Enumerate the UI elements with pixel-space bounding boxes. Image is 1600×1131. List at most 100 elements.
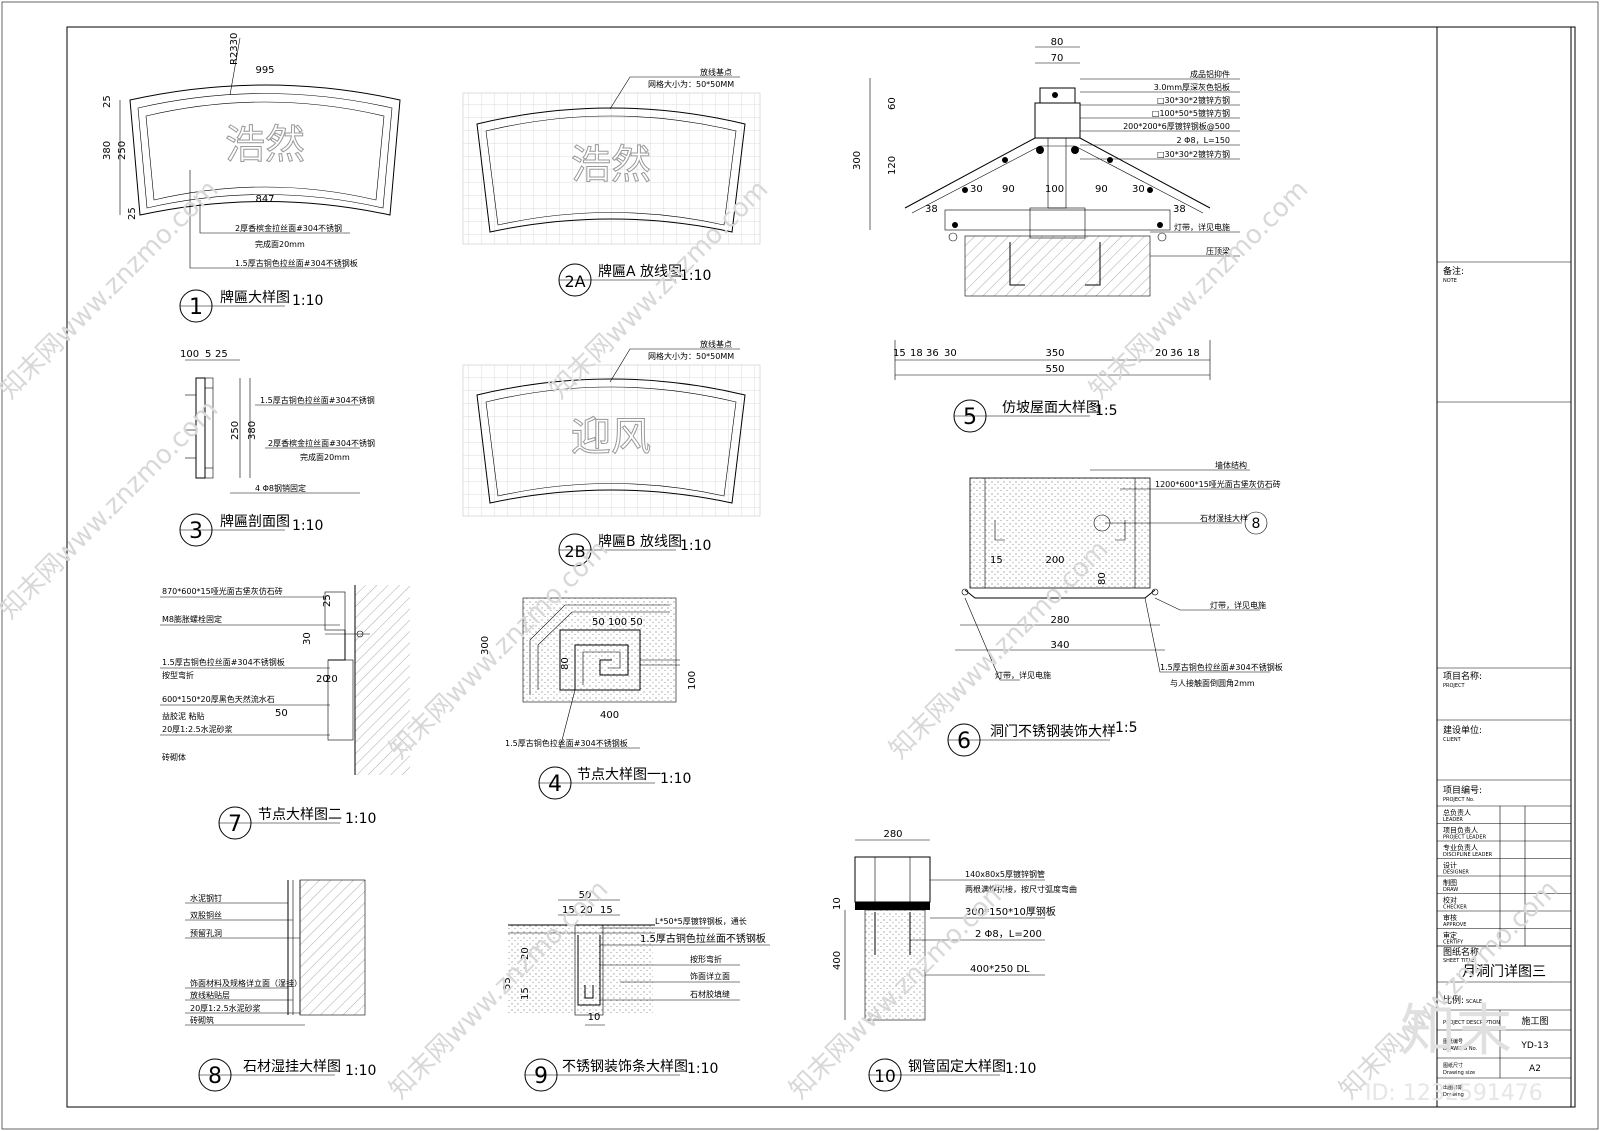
- detail-1-title: 牌匾大样图: [220, 289, 290, 306]
- d3-dim-100: 100: [180, 349, 199, 360]
- d4-dim-100: 100: [608, 617, 627, 628]
- detail-8-title: 石材湿挂大样图: [243, 1059, 341, 1075]
- d3-dim-25: 25: [215, 349, 228, 360]
- detail-5-scale: 1:5: [1095, 403, 1118, 419]
- row-label-en: APPROVE: [1443, 922, 1466, 928]
- d8-note: 水泥钢钉: [190, 893, 222, 903]
- d7-note-8: 砖砌体: [162, 752, 186, 762]
- detail-3-plaque-section: 100 5 25 250 380 1.5厚古铜色拉丝面#304不锈钢 2厚香槟金…: [179, 349, 375, 547]
- projno-label: 项目编号:: [1443, 784, 1482, 796]
- note-label: 备注:: [1443, 265, 1464, 277]
- d10-note-3: 300*150*10厚钢板: [965, 905, 1056, 918]
- d7-note-3: 1.5厚古铜色拉丝面#304不锈钢板: [162, 657, 285, 667]
- d10-dim-10: 10: [832, 897, 843, 910]
- no-value: YD-13: [1520, 1041, 1548, 1051]
- detail-2a-number: 2A: [564, 272, 585, 291]
- d10-dim-400: 400: [832, 951, 843, 970]
- sheet-title: 月洞门详图三: [1462, 964, 1546, 980]
- d5-note: □30*30*2镀锌方钢: [1157, 95, 1230, 105]
- d6-dim-200: 200: [1045, 555, 1064, 566]
- row-label: 设计: [1443, 861, 1457, 870]
- detail-3-number: 3: [189, 519, 203, 544]
- d4-dim-400: 400: [600, 710, 619, 721]
- d10-note-2: 两根满焊拼接，按尺寸弧度弯曲: [965, 884, 1077, 894]
- title-block: 备注: NOTE 项目名称: PROJECT 建设单位: CLIENT 项目编号…: [1436, 27, 1572, 1107]
- detail-4-number: 4: [548, 772, 562, 797]
- d3-note-3: 完成面20mm: [300, 452, 350, 462]
- detail-9-title: 不锈钢装饰条大样图: [562, 1058, 688, 1075]
- d5-dim-38a: 38: [925, 204, 938, 215]
- d5-dim-550: 550: [1045, 364, 1064, 375]
- d5-dim-350: 350: [1045, 348, 1064, 359]
- d5-dim-30c: 30: [944, 348, 957, 359]
- d1-note-2: 完成面20mm: [255, 239, 305, 249]
- detail-5-number: 5: [963, 405, 977, 430]
- d2b-note-2: 网格大小为：50*50MM: [648, 351, 734, 361]
- detail-6-title: 洞门不锈钢装饰大样: [990, 724, 1116, 740]
- dim-25a: 25: [102, 95, 113, 108]
- row-label: 专业负责人: [1443, 843, 1478, 852]
- d5-dim-60: 60: [887, 97, 898, 110]
- d10-note-5: 400*250 DL: [970, 964, 1030, 975]
- dim-25b: 25: [127, 207, 138, 220]
- d9-note-3: 按形弯折: [690, 954, 722, 964]
- detail-5-title: 仿坡屋面大样图: [1002, 400, 1100, 416]
- d7-dim-30: 30: [302, 632, 313, 645]
- d9-dim-50: 50: [579, 890, 592, 901]
- detail-9-trim: 50 15 20 15 55 20 15 10 L*50*5厚镀锌钢板，通长 1…: [502, 890, 770, 1092]
- d5-dim-36b: 36: [1170, 348, 1183, 359]
- d6-note-3: 石材湿挂大样: [1200, 513, 1248, 523]
- row-label-en: PROJECT LEADER: [1443, 835, 1487, 841]
- desc-value: 施工图: [1521, 1015, 1548, 1027]
- d3-note-4: 4 Φ8钢销固定: [255, 483, 306, 493]
- d5-dim-90a: 90: [1002, 184, 1015, 195]
- d6-dim-340: 340: [1050, 640, 1069, 651]
- row-label-en: DESIGNER: [1443, 870, 1469, 876]
- project-label: 项目名称:: [1443, 670, 1482, 682]
- d7-dim-25: 25: [322, 594, 333, 607]
- detail-9-scale: 1:10: [687, 1061, 718, 1077]
- dim-250: 250: [117, 141, 128, 160]
- d5-note: 成品铝抑件: [1190, 69, 1230, 79]
- d5-dim-120: 120: [887, 156, 898, 175]
- detail-2b-scale: 1:10: [680, 538, 711, 554]
- d2b-note-1: 放线基点: [700, 339, 732, 349]
- d4-dim-100b: 100: [687, 671, 698, 690]
- note-en: NOTE: [1443, 278, 1457, 284]
- detail-9-number: 9: [534, 1064, 548, 1089]
- detail-2b-number: 2B: [564, 542, 585, 561]
- plaque-2a-text: 浩然: [571, 142, 651, 188]
- d5-dim-30b: 30: [1132, 184, 1145, 195]
- d6-note-6: 1.5厚古铜色拉丝面#304不锈钢板: [1160, 662, 1283, 672]
- d5-dim-70: 70: [1051, 53, 1064, 64]
- detail-4-title: 节点大样图一: [577, 767, 661, 783]
- plaque-2b-text: 迎风: [571, 414, 651, 460]
- d3-dim-380: 380: [247, 421, 258, 440]
- row-label-en: DRAW: [1443, 887, 1458, 893]
- d4-dim-80: 80: [560, 657, 571, 670]
- d5-dim-15a: 15: [893, 348, 906, 359]
- d1-note-3: 1.5厚古铜色拉丝面#304不锈钢板: [235, 258, 358, 268]
- d5-dim-90b: 90: [1095, 184, 1108, 195]
- detail-5-roof: 80 70 300 60 120 30 90 100 90 30 38 38 1…: [852, 37, 1240, 433]
- scale-en: SCALE: [1466, 999, 1482, 1005]
- row-label: 项目负责人: [1443, 826, 1478, 835]
- client-label: 建设单位:: [1443, 724, 1482, 736]
- detail-1-number: 1: [189, 295, 203, 320]
- d9-note-1: L*50*5厚镀锌钢板，通长: [655, 916, 747, 926]
- d6-dim-80: 80: [1097, 572, 1108, 585]
- d10-note-4: 2 Φ8，L=200: [975, 929, 1042, 940]
- image-id: ID: 1232591476: [1365, 1081, 1543, 1106]
- d6-dim-280: 280: [1050, 615, 1069, 626]
- d5-dim-38b: 38: [1173, 204, 1186, 215]
- d5-note: 3.0mm厚深灰色铝板: [1154, 82, 1230, 92]
- d5-dim-36a: 36: [926, 348, 939, 359]
- detail-6-opening: 15 200 80 280 340 墙体结构 1200*600*15哑光面古堡灰…: [947, 460, 1283, 757]
- row-label: 校对: [1443, 896, 1457, 905]
- d2a-note-2: 网格大小为：50*50MM: [648, 79, 734, 89]
- d5-dim-100: 100: [1045, 184, 1064, 195]
- d5-dim-30a: 30: [970, 184, 983, 195]
- d9-dim-15c: 15: [520, 987, 531, 1000]
- d8-leaders: 水泥钢钉双股铜丝预留孔洞饰面材料及规格详立面（湿挂）放线粘贴层20厚1:2.5水…: [185, 893, 305, 1026]
